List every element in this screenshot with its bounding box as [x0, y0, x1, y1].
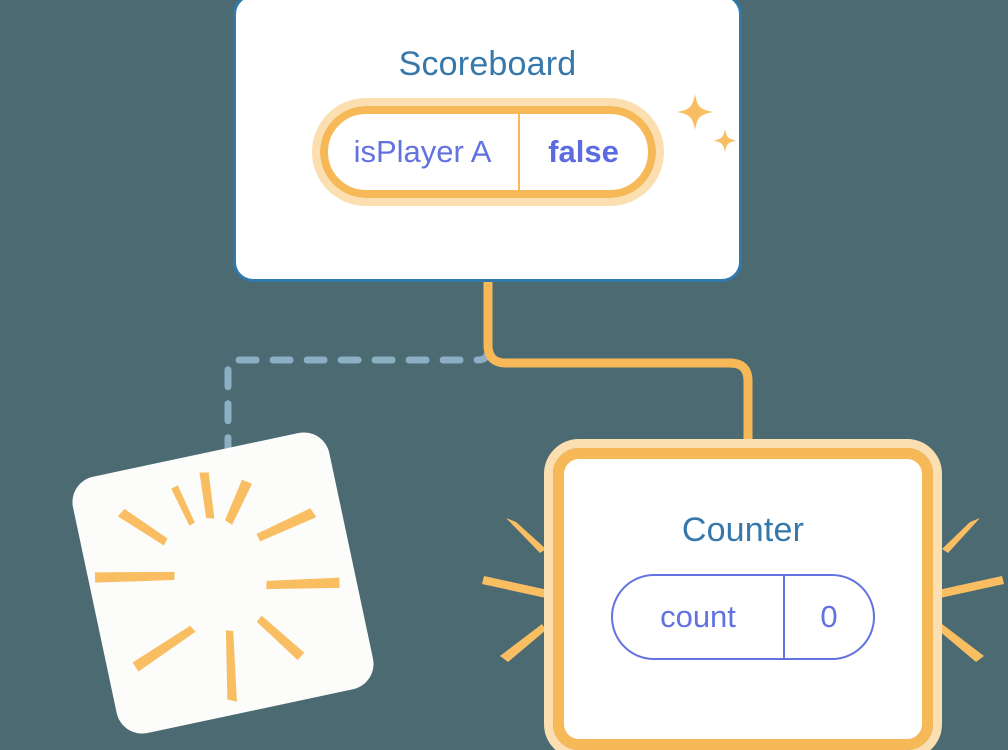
counter-state-pill[interactable]: count 0: [611, 574, 875, 660]
counter-state-value: 0: [820, 599, 838, 634]
sparkle-small-icon: [713, 129, 737, 153]
scoreboard-card[interactable]: Scoreboard isPlayer A false: [233, 0, 742, 282]
burst-card[interactable]: [67, 427, 379, 739]
counter-pill-divider: [783, 576, 785, 658]
scoreboard-pill-divider: [517, 114, 520, 190]
scoreboard-state-key: isPlayer A: [353, 134, 492, 169]
sparkle-large-icon: [677, 94, 713, 130]
scoreboard-state-value: false: [548, 134, 619, 169]
connector-scoreboard-to-counter: [483, 273, 753, 475]
scoreboard-pill-wrap: isPlayer A false: [236, 98, 739, 206]
scoreboard-title: Scoreboard: [398, 45, 577, 83]
counter-card[interactable]: Counter count 0: [544, 439, 942, 750]
counter-left-rays-icon: [482, 518, 548, 662]
scoreboard-state-pill[interactable]: isPlayer A false: [311, 98, 664, 206]
counter-title: Counter: [681, 511, 805, 549]
counter-right-rays-icon: [938, 518, 1004, 662]
counter-state-key: count: [660, 599, 736, 634]
counter-pill-wrap: count 0: [564, 574, 922, 660]
sparkle-icon: [677, 94, 737, 153]
burst-rays-icon: [94, 472, 340, 702]
